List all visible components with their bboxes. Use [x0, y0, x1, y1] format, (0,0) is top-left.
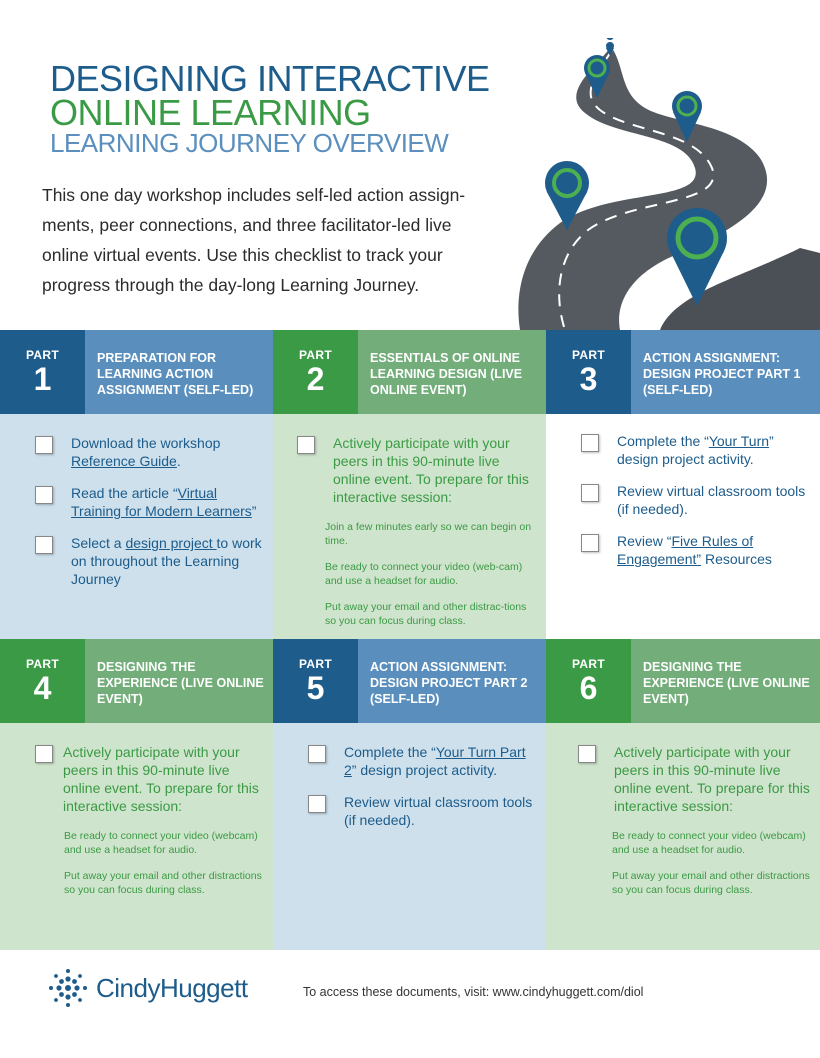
- part-5-body: Complete the “Your Turn Part 2” design p…: [273, 723, 546, 950]
- checkbox[interactable]: [35, 536, 53, 554]
- part-6-number-box: PART 6: [546, 639, 631, 723]
- map-pin-icon: [584, 55, 610, 98]
- prep-note: Be ready to connect your video (webcam) …: [612, 830, 806, 856]
- part-5-title: ACTION ASSIGNMENT: DESIGN PROJECT PART 2…: [358, 639, 546, 723]
- part-2-body: Actively participate with your peers in …: [273, 414, 546, 639]
- part-4-number-box: PART 4: [0, 639, 85, 723]
- part-6-body: Actively participate with your peers in …: [546, 723, 820, 950]
- part-4-title: DESIGNING THE EXPERIENCE (LIVE ONLINE EV…: [85, 639, 273, 723]
- checkbox[interactable]: [581, 534, 599, 552]
- part-4-label: PART: [26, 657, 59, 671]
- checkbox[interactable]: [35, 436, 53, 454]
- part-2-number: 2: [306, 361, 325, 397]
- part-3-title: ACTION ASSIGNMENT: DESIGN PROJECT PART 1…: [631, 330, 820, 414]
- checklist-item: Review “Five Rules of Engagement” Resour…: [581, 532, 810, 568]
- prep-note: Join a few minutes early so we can begin…: [325, 521, 532, 547]
- checkbox[interactable]: [578, 745, 596, 763]
- map-pin-icon: [672, 91, 702, 142]
- part-3-body: Complete the “Your Turn” design project …: [546, 414, 820, 639]
- checkbox[interactable]: [581, 434, 599, 452]
- checkbox[interactable]: [581, 484, 599, 502]
- map-pin-icon: [545, 161, 589, 230]
- checklist-item: Actively participate with your peers in …: [297, 434, 536, 506]
- checklist-item: Download the workshop Reference Guide.: [35, 434, 263, 470]
- part-6-title: DESIGNING THE EXPERIENCE (LIVE ONLINE EV…: [631, 639, 820, 723]
- map-pin-icon: [606, 38, 614, 56]
- checkbox[interactable]: [308, 795, 326, 813]
- part-3-number-box: PART 3: [546, 330, 631, 414]
- access-info: To access these documents, visit: www.ci…: [303, 985, 644, 999]
- checkbox[interactable]: [35, 486, 53, 504]
- part-5-number-box: PART 5: [273, 639, 358, 723]
- part-6-number: 6: [579, 670, 598, 706]
- part-1-number: 1: [33, 361, 52, 397]
- checklist-item: Complete the “Your Turn Part 2” design p…: [308, 743, 536, 779]
- logo-mark-icon: [49, 969, 87, 1007]
- five-rules-link[interactable]: Five Rules of Engagement”: [617, 533, 754, 567]
- part-1-body: Download the workshop Reference Guide. R…: [0, 414, 273, 639]
- part-2-label: PART: [299, 348, 332, 362]
- part-1-number-box: PART 1: [0, 330, 85, 414]
- part-6-label: PART: [572, 657, 605, 671]
- part-5-label: PART: [299, 657, 332, 671]
- checkbox[interactable]: [308, 745, 326, 763]
- checklist-item: Review virtual classroom tools (if neede…: [308, 793, 536, 829]
- prep-note: Be ready to connect your video (web-cam)…: [325, 561, 523, 587]
- design-project-link[interactable]: design project: [125, 535, 217, 551]
- checkbox[interactable]: [35, 745, 53, 763]
- part-1-label: PART: [26, 348, 59, 362]
- part-4-body: Actively participate with your peers in …: [0, 723, 273, 950]
- checklist-item: Complete the “Your Turn” design project …: [581, 432, 810, 468]
- checklist-item: Actively participate with your peers in …: [578, 743, 810, 815]
- checklist-item: Review virtual classroom tools (if neede…: [581, 482, 810, 518]
- prep-note: Put away your email and other distractio…: [64, 870, 262, 896]
- your-turn-part-2-link[interactable]: Your Turn Part 2: [344, 744, 526, 778]
- part-3-number: 3: [579, 361, 598, 397]
- reference-guide-link[interactable]: Reference Guide: [71, 453, 177, 469]
- title-line-2: ONLINE LEARNING: [50, 92, 371, 133]
- title-line-3: LEARNING JOURNEY OVERVIEW: [50, 128, 449, 158]
- map-pin-icon: [667, 208, 727, 306]
- prep-note: Put away your email and other distrac-ti…: [325, 601, 527, 627]
- part-2-number-box: PART 2: [273, 330, 358, 414]
- logo-text: CindyHuggett: [96, 972, 248, 1003]
- part-5-number: 5: [306, 670, 325, 706]
- checklist-item: Actively participate with your peers in …: [35, 743, 263, 815]
- intro-paragraph: This one day workshop includes self-led …: [42, 185, 466, 295]
- cindyhuggett-logo: CindyHuggett: [48, 968, 248, 1008]
- road-illustration: [518, 38, 820, 330]
- prep-note: Put away your email and other distractio…: [612, 870, 810, 896]
- prep-note: Be ready to connect your video (webcam) …: [64, 830, 258, 856]
- part-4-number: 4: [33, 670, 52, 706]
- checkbox[interactable]: [297, 436, 315, 454]
- your-turn-link[interactable]: Your Turn: [708, 433, 770, 449]
- checklist-item: Select a design project to work on throu…: [35, 534, 263, 588]
- checklist-item: Read the article “Virtual Training for M…: [35, 484, 263, 520]
- part-3-label: PART: [572, 348, 605, 362]
- part-2-title: ESSENTIALS OF ONLINE LEARNING DESIGN (LI…: [358, 330, 546, 414]
- part-1-title: PREPARATION FOR LEARNING ACTION ASSIGNME…: [85, 330, 273, 414]
- article-link[interactable]: Virtual Training for Modern Learners: [71, 485, 252, 519]
- title-line-1: DESIGNING INTERACTIVE: [50, 58, 490, 99]
